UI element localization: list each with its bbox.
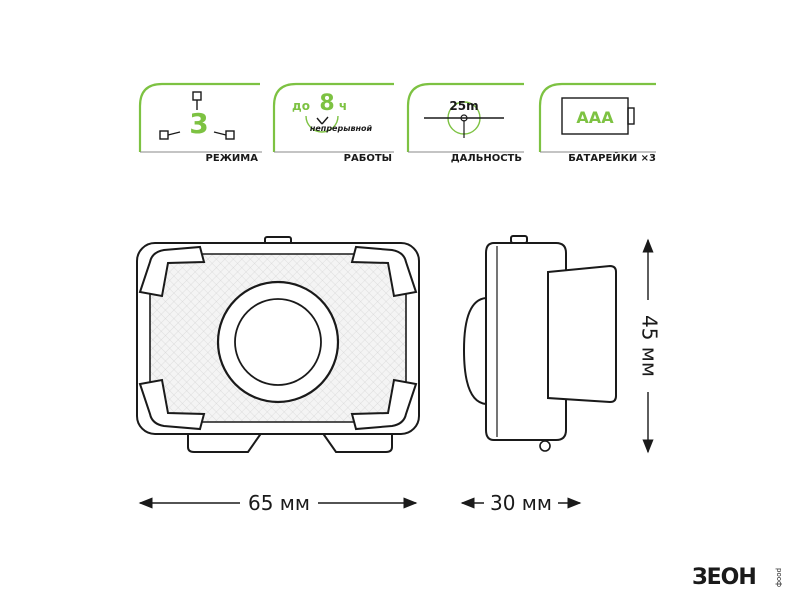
brand-logo: ЗЕОН рооф [692, 565, 783, 590]
bumper-top-left [138, 245, 206, 298]
dimension-depth-label: 30 мм [490, 491, 552, 515]
badge-frame [538, 82, 656, 152]
badge-runtime-sub: непрерывной [310, 124, 373, 133]
badge-battery: AAA БАТАРЕЙКИ ×3 [538, 82, 656, 164]
dimension-depth: 30 мм [460, 491, 582, 515]
badge-runtime-caption: РАБОТЫ [344, 153, 392, 164]
badge-frame [406, 82, 524, 152]
reflector-inner [234, 298, 322, 386]
badge-range: 25m ДАЛЬНОСТЬ [406, 82, 524, 164]
strap-clip [547, 264, 617, 404]
battery-icon [561, 97, 635, 135]
crosshair-icon [424, 101, 504, 138]
brand-logo-text: ЗЕОН [692, 565, 756, 590]
side-view [462, 235, 617, 452]
badge-battery-caption: БАТАРЕЙКИ ×3 [568, 151, 656, 164]
badge-frame [272, 82, 394, 152]
dimension-width-label: 65 мм [248, 491, 310, 515]
badge-modes: 3 РЕЖИМА [138, 82, 262, 164]
badge-runtime-value: 8 [319, 91, 334, 116]
foot-right [321, 431, 393, 453]
side-top-button [510, 235, 528, 244]
dimension-height: 45 мм [638, 238, 662, 454]
badge-runtime-prefix: до [292, 99, 310, 113]
bumper-top-right [350, 245, 418, 298]
bumper-bottom-left [138, 378, 206, 431]
badge-modes-value: 3 [189, 107, 208, 140]
mode-switch-icon [159, 91, 235, 140]
badge-modes-caption: РЕЖИМА [206, 153, 259, 164]
side-housing [485, 242, 567, 441]
dimension-width: 65 мм [138, 491, 418, 515]
side-lens [462, 296, 487, 406]
foot-left [187, 431, 263, 453]
brand-logo-small: рооф [775, 568, 783, 587]
badge-frame [138, 82, 260, 152]
badge-battery-value: AAA [576, 108, 614, 127]
bumper-bottom-right [350, 378, 418, 431]
badge-runtime: до 8 ч непрерывной РАБОТЫ [272, 82, 394, 164]
badge-range-value: 25m [449, 99, 478, 113]
clock-icon [305, 115, 339, 133]
badge-runtime-unit: ч [339, 99, 347, 113]
side-knob [539, 440, 551, 452]
badge-range-caption: ДАЛЬНОСТЬ [451, 153, 522, 164]
front-view [136, 236, 420, 453]
dimension-height-label: 45 мм [638, 315, 662, 377]
